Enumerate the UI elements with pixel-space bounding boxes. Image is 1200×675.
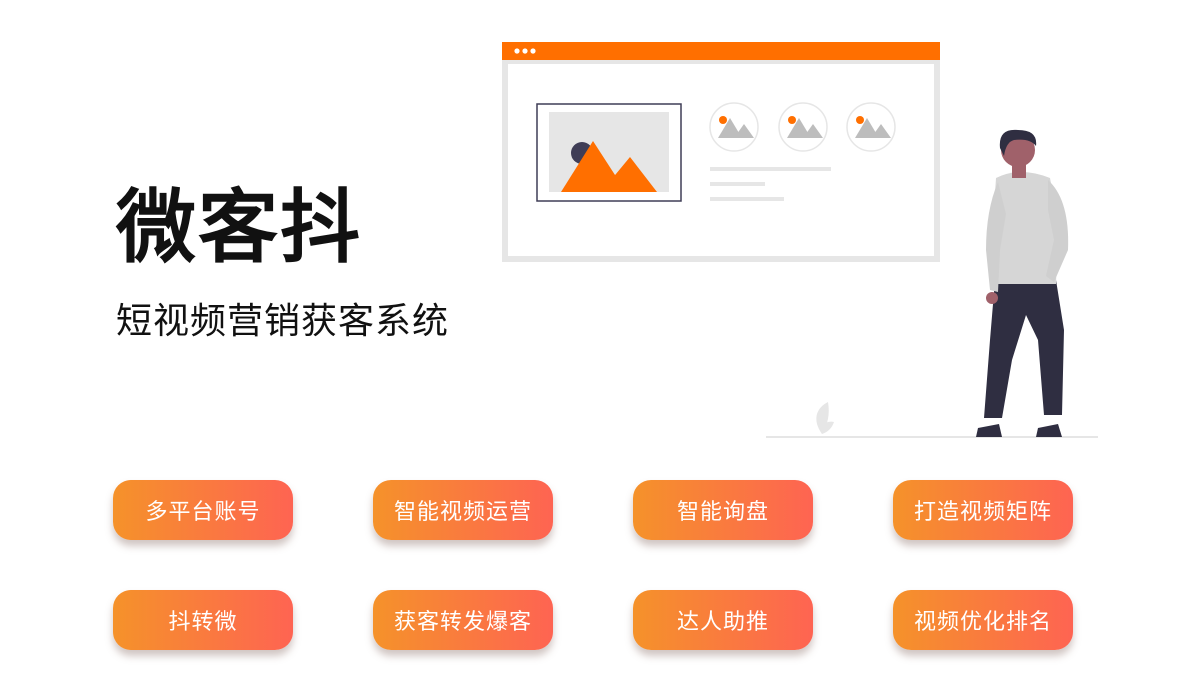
hero-subtitle: 短视频营销获客系统 [116, 301, 450, 342]
ground-line [766, 436, 1098, 438]
hero-title: 微客抖 [116, 181, 362, 274]
feature-button-customer-forwarding[interactable]: 获客转发爆客 [373, 590, 553, 650]
feature-button-multi-platform-accounts[interactable]: 多平台账号 [113, 480, 293, 540]
feature-button-influencer-boost[interactable]: 达人助推 [633, 590, 813, 650]
feature-button-douyin-to-wechat[interactable]: 抖转微 [113, 590, 293, 650]
hero-illustration [502, 42, 1098, 438]
feature-button-video-ranking[interactable]: 视频优化排名 [893, 590, 1073, 650]
image-card-icon [536, 103, 682, 202]
leaf-icon [816, 402, 834, 434]
feature-button-smart-inquiry[interactable]: 智能询盘 [633, 480, 813, 540]
feature-button-smart-video-operation[interactable]: 智能视频运营 [373, 480, 553, 540]
person-illustration [976, 129, 1069, 437]
avatar-placeholder-icon [778, 102, 828, 152]
avatar-placeholder-icon [709, 102, 759, 152]
avatar-placeholder-icon [846, 102, 896, 152]
feature-button-video-matrix[interactable]: 打造视频矩阵 [893, 480, 1073, 540]
text-line-placeholders [710, 167, 831, 201]
